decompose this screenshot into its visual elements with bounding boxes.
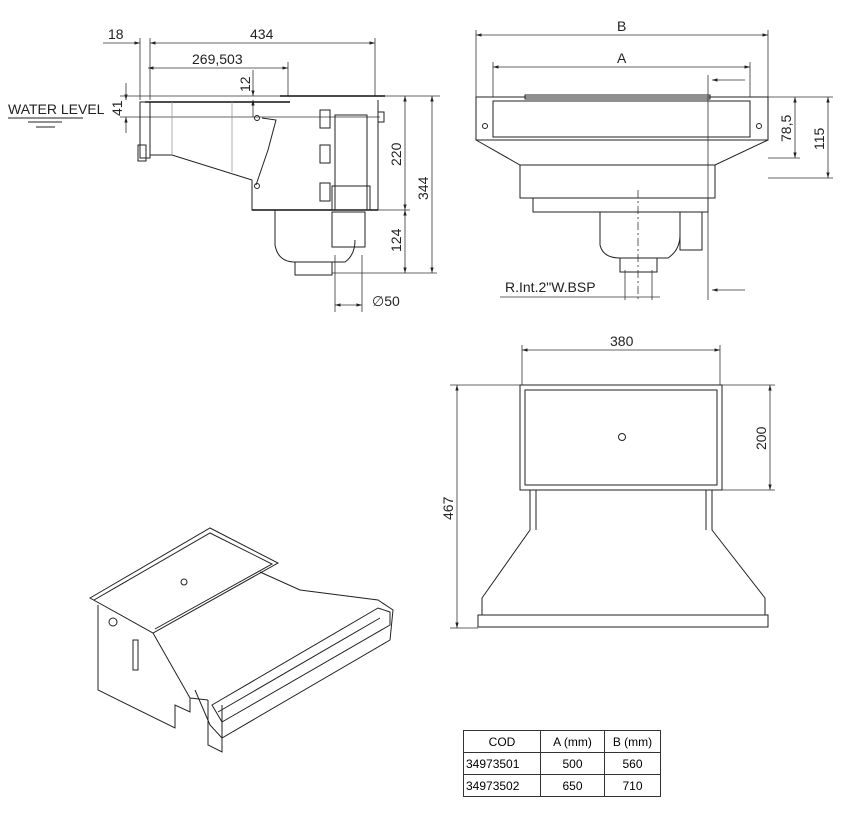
header-cod: COD <box>463 730 541 753</box>
header-a: A (mm) <box>540 730 605 753</box>
dim-41: 41 <box>109 100 125 116</box>
table-header-row: COD A (mm) B (mm) <box>463 730 661 753</box>
cell-cod: 34973501 <box>463 752 541 775</box>
isometric-view <box>88 527 394 753</box>
thread-label: R.Int.2"W.BSP <box>505 279 596 295</box>
header-b: B (mm) <box>604 730 661 753</box>
dim-diameter-50: ∅50 <box>372 293 400 309</box>
dim-115: 115 <box>811 127 827 150</box>
dim-12: 12 <box>237 76 253 92</box>
cell-b: 560 <box>604 752 661 775</box>
water-level-label: WATER LEVEL <box>8 101 105 117</box>
dimensions-table: COD A (mm) B (mm) 34973501 500 560 34973… <box>463 730 661 797</box>
side-view: 18 434 269,503 12 41 WATER LEVEL 220 344… <box>8 26 440 312</box>
dim-269: 269,503 <box>192 51 243 67</box>
front-view: B A 78,5 115 R.Int.2"W.BSP <box>475 18 833 300</box>
dim-78-5: 78,5 <box>778 115 794 142</box>
cell-b: 710 <box>604 774 661 797</box>
dim-344: 344 <box>415 176 431 200</box>
cell-a: 500 <box>540 752 605 775</box>
dim-380: 380 <box>610 333 634 349</box>
dim-434: 434 <box>250 26 274 42</box>
dim-18: 18 <box>108 26 124 42</box>
table-row: 34973501 500 560 <box>463 752 661 775</box>
dim-220: 220 <box>388 142 404 166</box>
top-view: 380 200 467 <box>440 333 775 629</box>
cell-a: 650 <box>540 774 605 797</box>
cell-cod: 34973502 <box>463 774 541 797</box>
dim-124: 124 <box>388 228 404 252</box>
dim-200: 200 <box>753 426 769 450</box>
dim-467: 467 <box>440 496 456 520</box>
dim-b: B <box>617 18 626 34</box>
dim-a: A <box>617 50 627 66</box>
table-row: 34973502 650 710 <box>463 774 661 797</box>
